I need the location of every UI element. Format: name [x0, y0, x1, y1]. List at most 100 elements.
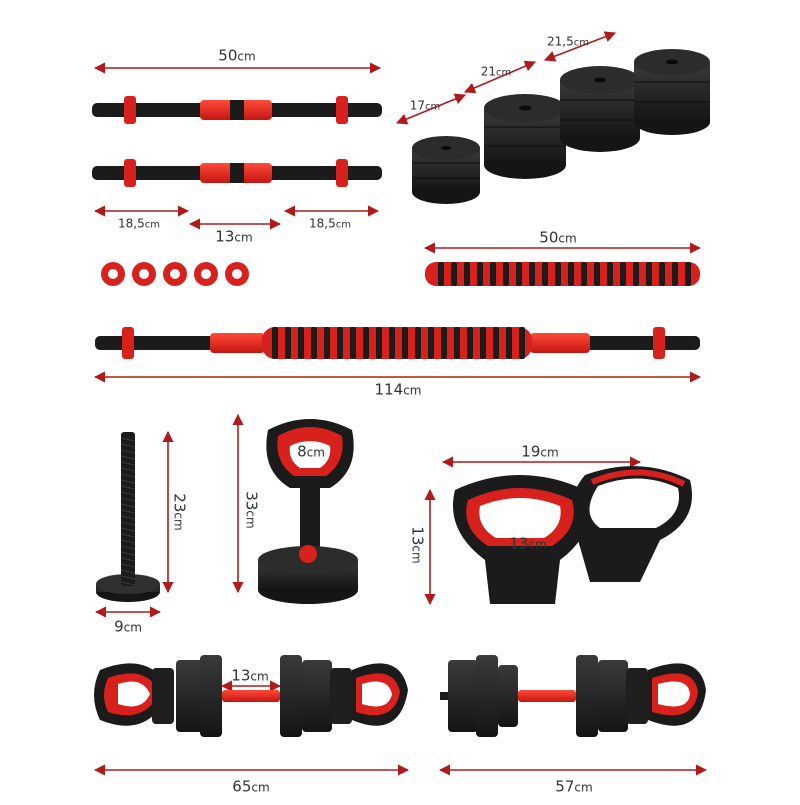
- foam-ring: [607, 262, 613, 286]
- kettlebell-assembly: [258, 419, 358, 604]
- thread-line: [120, 515, 136, 520]
- foam-ring: [454, 327, 460, 359]
- dim-line-plate-17: [395, 93, 467, 125]
- thread-line: [120, 563, 136, 568]
- label-kettle-height: 33cm: [242, 491, 261, 529]
- dumbbell-kettle-left: [94, 655, 408, 737]
- label-dumbbell-grip: 13cm: [231, 666, 269, 685]
- foam-ring: [685, 262, 691, 286]
- foam-ring: [272, 327, 278, 359]
- plate-stack-17cm: [412, 136, 480, 204]
- plate-stack-215cm-right: [634, 49, 710, 135]
- thread-line: [120, 455, 136, 460]
- thread-line: [120, 575, 136, 580]
- thread-line: [120, 443, 136, 448]
- thread-line: [120, 449, 136, 454]
- foam-ring: [672, 262, 678, 286]
- label-grip-middle: 13cm: [215, 227, 253, 246]
- thread-line: [120, 551, 136, 556]
- foam-ring: [298, 327, 304, 359]
- foam-ring: [402, 327, 408, 359]
- foam-ring: [529, 262, 535, 286]
- foam-ring: [659, 262, 665, 286]
- foam-connector-tube: [425, 262, 700, 286]
- foam-ring: [285, 327, 291, 359]
- collar-nuts: [101, 262, 249, 286]
- short-bar-bottom: [92, 159, 382, 187]
- kettlebell-handle-back: [570, 466, 692, 582]
- label-dumbbell-right: 57cm: [555, 777, 593, 796]
- foam-ring: [363, 327, 369, 359]
- label-long-bar: 114cm: [374, 380, 422, 399]
- collar-nut: [194, 262, 218, 286]
- label-handle-inner: 13cm: [509, 534, 547, 553]
- thread-line: [120, 491, 136, 496]
- foam-ring: [428, 327, 434, 359]
- foam-ring: [493, 327, 499, 359]
- kettlebell-handle-front: [453, 475, 590, 604]
- foam-ring: [324, 327, 330, 359]
- thread-line: [120, 497, 136, 502]
- foam-ring: [464, 262, 470, 286]
- plate-stack-215cm-left: [560, 66, 640, 152]
- thread-line: [120, 521, 136, 526]
- label-handle-height: 13cm: [408, 526, 427, 564]
- foam-ring: [311, 327, 317, 359]
- foam-ring: [506, 327, 512, 359]
- foam-ring: [389, 327, 395, 359]
- thread-line: [120, 581, 136, 586]
- thread-line: [120, 557, 136, 562]
- collar-nut: [101, 262, 125, 286]
- foam-ring: [467, 327, 473, 359]
- dumbbell-kettle-right: [440, 655, 706, 737]
- label-dumbbell-left: 65cm: [232, 777, 270, 796]
- label-handle-width: 19cm: [521, 442, 559, 461]
- label-bar-length: 50cm: [218, 46, 256, 65]
- dim-line-plate-21: [463, 60, 537, 94]
- foam-ring: [555, 262, 561, 286]
- thread-line: [120, 461, 136, 466]
- thread-line: [120, 479, 136, 484]
- collar-nut: [225, 262, 249, 286]
- foam-ring: [633, 262, 639, 286]
- label-foam-length: 50cm: [539, 228, 577, 247]
- foam-ring: [490, 262, 496, 286]
- thread-line: [120, 539, 136, 544]
- thread-line: [120, 485, 136, 490]
- foam-ring: [516, 262, 522, 286]
- foam-ring: [594, 262, 600, 286]
- label-sleeve-right: 18,5cm: [309, 216, 351, 231]
- label-stand-height: 23cm: [170, 493, 189, 531]
- foam-ring: [646, 262, 652, 286]
- label-stand-base: 9cm: [114, 617, 142, 636]
- foam-ring: [503, 262, 509, 286]
- foam-ring: [568, 262, 574, 286]
- foam-ring: [415, 327, 421, 359]
- foam-ring: [376, 327, 382, 359]
- thread-line: [120, 533, 136, 538]
- foam-ring: [620, 262, 626, 286]
- thread-line: [120, 467, 136, 472]
- label-plate-215: 21,5cm: [547, 34, 589, 49]
- foam-ring: [519, 327, 525, 359]
- short-bar-top: [92, 96, 382, 124]
- foam-ring: [477, 262, 483, 286]
- long-barbell: [95, 327, 700, 359]
- label-plate-21: 21cm: [480, 64, 512, 79]
- thread-line: [120, 509, 136, 514]
- thread-line: [120, 473, 136, 478]
- collar-nut: [163, 262, 187, 286]
- thread-line: [120, 527, 136, 532]
- label-kettle-inner: 8cm: [297, 442, 325, 461]
- dim-line-plate-215: [543, 31, 617, 62]
- plate-stack-21cm: [484, 94, 566, 179]
- thread-line: [120, 437, 136, 442]
- thread-line: [120, 545, 136, 550]
- foam-ring: [337, 327, 343, 359]
- threaded-stand-bar: [96, 432, 160, 602]
- label-plate-17: 17cm: [409, 98, 441, 113]
- label-sleeve-left: 18,5cm: [118, 216, 160, 231]
- foam-ring: [441, 327, 447, 359]
- foam-ring: [438, 262, 444, 286]
